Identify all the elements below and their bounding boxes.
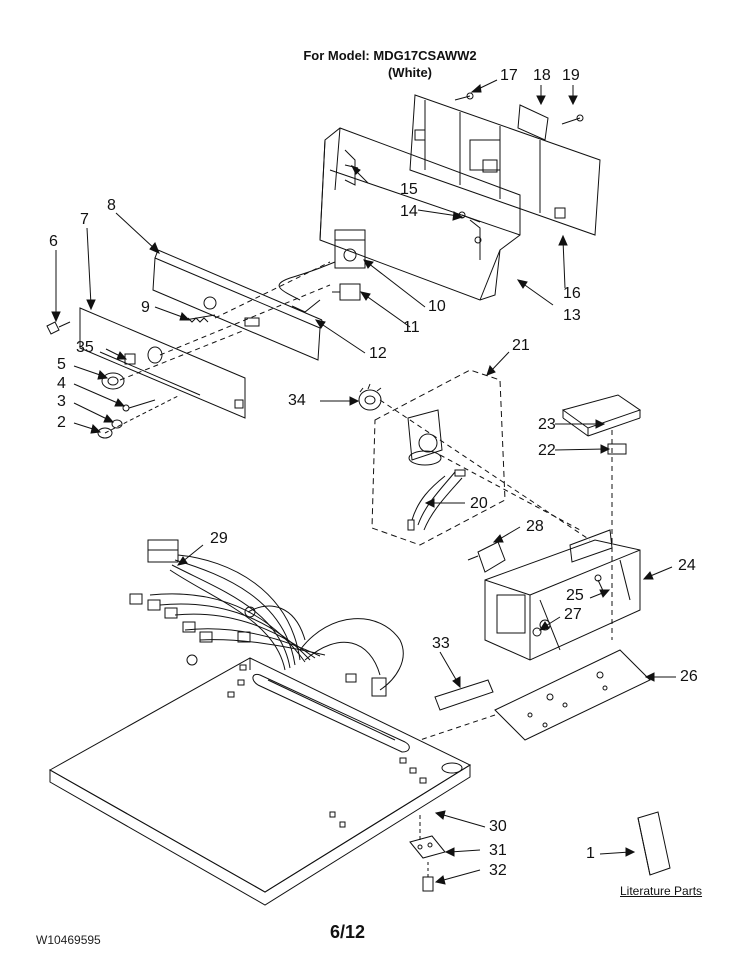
callout-26: 26 (680, 668, 698, 685)
harness-12 (279, 262, 335, 312)
callout-23: 23 (538, 416, 556, 433)
control-panel-8 (153, 250, 322, 360)
callout-22: 22 (538, 442, 556, 459)
callout-18: 18 (533, 67, 551, 84)
clip-35 (125, 347, 162, 364)
top-panel-30 (50, 658, 470, 905)
callout-28: 28 (526, 518, 544, 535)
washer-3 (112, 420, 122, 428)
hinge-31 (410, 815, 445, 858)
callout-15: 15 (400, 181, 418, 198)
clip-22 (608, 444, 626, 454)
callout-10: 10 (428, 298, 446, 315)
callout-33: 33 (432, 635, 450, 652)
callout-2: 2 (57, 414, 66, 431)
page-number: 6/12 (330, 922, 366, 942)
model-title: For Model: MDG17CSAWW2 (303, 48, 477, 63)
bracket-28 (468, 542, 505, 572)
callout-13: 13 (563, 307, 581, 324)
callout-32: 32 (489, 862, 507, 879)
callout-35: 35 (76, 339, 94, 356)
callout-7: 7 (80, 211, 89, 228)
screw-6 (47, 322, 70, 334)
screw-9 (185, 315, 215, 322)
callout-8: 8 (107, 197, 116, 214)
callout-27: 27 (564, 606, 582, 623)
callout-5: 5 (57, 356, 66, 373)
callout-14: 14 (400, 203, 418, 220)
mounting-bracket-18 (518, 105, 548, 140)
literature-booklet-1 (638, 812, 670, 875)
callout-20: 20 (470, 495, 488, 512)
timer-switch-10 (335, 230, 365, 268)
screw-27 (533, 628, 541, 636)
callout-29: 29 (210, 530, 228, 547)
callout-19: 19 (562, 67, 580, 84)
console-back-panel (410, 95, 600, 235)
callout-30: 30 (489, 818, 507, 835)
literature-parts-label: Literature Parts (620, 884, 703, 898)
screw-19 (562, 115, 583, 124)
leader-lines (52, 80, 676, 884)
bracket-23 (563, 395, 640, 436)
valve-assembly-box-21 (372, 370, 505, 545)
housing-24 (485, 530, 640, 660)
pin-4 (123, 400, 155, 411)
callout-12: 12 (369, 345, 387, 362)
screw-32 (423, 862, 433, 891)
document-code: W10469595 (36, 933, 101, 947)
shield-33 (435, 680, 493, 710)
callout-16: 16 (563, 285, 581, 302)
callout-21: 21 (512, 337, 530, 354)
callout-1: 1 (586, 845, 595, 862)
callout-31: 31 (489, 842, 507, 859)
console-housing (320, 128, 520, 300)
callout-4: 4 (57, 375, 66, 392)
gas-valve (408, 410, 442, 465)
base-plate-26 (495, 650, 650, 740)
model-color: (White) (387, 65, 433, 80)
callout-34: 34 (288, 392, 306, 409)
callout-9: 9 (141, 299, 150, 316)
callout-3: 3 (57, 393, 66, 410)
switch-11 (332, 284, 360, 300)
callout-24: 24 (678, 557, 696, 574)
callout-11: 11 (403, 319, 420, 336)
assembly-guide-lines (120, 262, 612, 740)
wire-harness-20 (408, 470, 465, 530)
knob-5 (102, 373, 124, 389)
button-2 (98, 395, 180, 438)
main-wire-harness-29 (130, 540, 403, 696)
callout-25: 25 (566, 587, 584, 604)
callout-6: 6 (49, 233, 58, 250)
screw-17 (455, 93, 473, 100)
timer-knob-34 (359, 384, 381, 410)
callout-17: 17 (500, 67, 518, 84)
